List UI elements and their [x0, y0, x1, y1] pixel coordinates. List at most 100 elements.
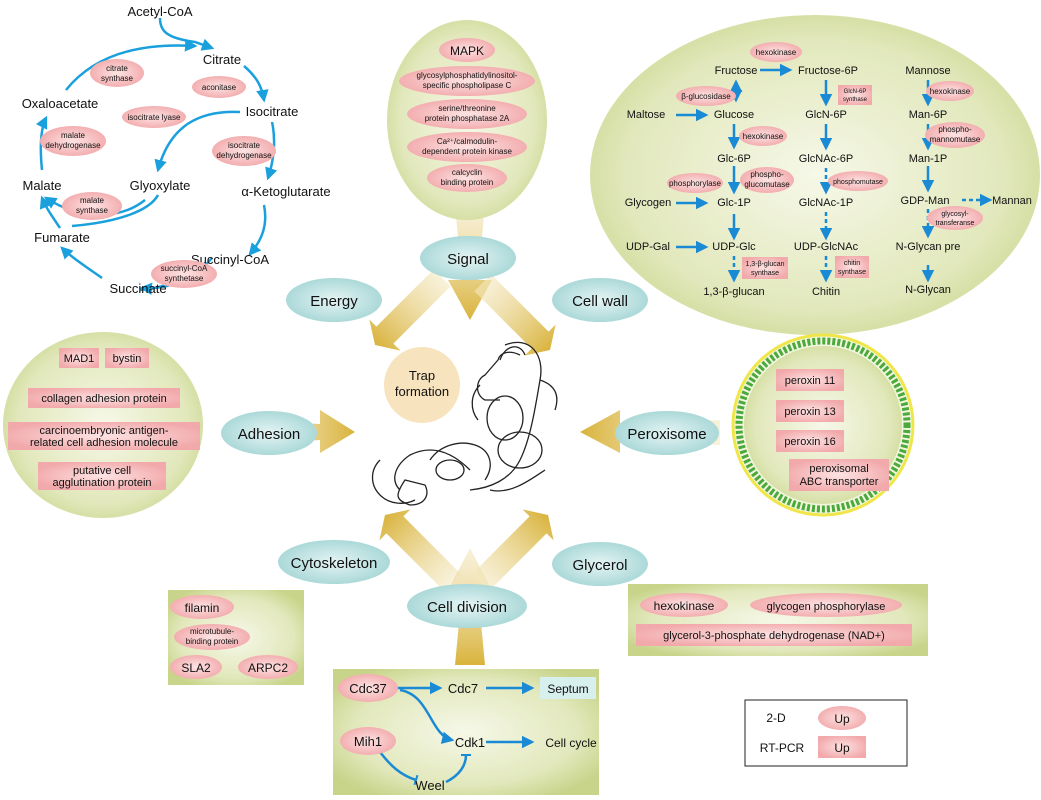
- signal-camk-2: dependent protein kinase: [422, 147, 512, 156]
- tca-citrate: Citrate: [203, 52, 241, 67]
- cd-cdc7: Cdc7: [448, 681, 478, 696]
- cw-fructose: Fructose: [715, 65, 758, 77]
- cw-enz-pgm-2: glucomutase: [744, 180, 790, 189]
- cw-fructose6p: Fructose-6P: [798, 65, 858, 77]
- adh-collagen: collagen adhesion protein: [41, 393, 166, 405]
- tca-glyoxylate: Glyoxylate: [130, 178, 191, 193]
- signal-mapk: MAPK: [450, 44, 484, 58]
- enz-isocitrate-lyase: isocitrate lyase: [128, 113, 181, 122]
- cat-cytoskeleton: Cytoskeleton: [291, 555, 378, 572]
- cw-glcnac1p: GlcNAc-1P: [799, 197, 853, 209]
- cd-mih1: Mih1: [354, 734, 382, 749]
- adh-bystin: bystin: [113, 353, 142, 365]
- enz-scs-2: synthetase: [165, 274, 204, 283]
- center-label-2: formation: [395, 384, 449, 399]
- enz-citrate-synthase-1: citrate: [106, 64, 128, 73]
- cytoskeleton-arrow: [379, 509, 461, 591]
- cw-nglycanpre: N-Glycan pre: [896, 241, 961, 253]
- signal-calcyclin-1: calcyclin: [452, 168, 482, 177]
- cw-man1p: Man-1P: [909, 153, 948, 165]
- tca-succinylcoa: Succinyl-CoA: [191, 252, 269, 267]
- cd-cellcycle: Cell cycle: [545, 736, 597, 750]
- pex-11: peroxin 11: [785, 375, 836, 387]
- cw-enz-bglucosidase: β-glucosidase: [681, 92, 731, 101]
- cw-mannose: Mannose: [905, 65, 950, 77]
- cyto-mtb-2: binding protein: [186, 637, 238, 646]
- cw-udpglc: UDP-Glc: [712, 241, 756, 253]
- cw-glcn6p: GlcN-6P: [805, 109, 847, 121]
- cw-glucose: Glucose: [714, 109, 754, 121]
- signal-calcyclin-2: binding protein: [441, 178, 493, 187]
- cat-glycerol: Glycerol: [572, 557, 627, 574]
- cw-chitin: Chitin: [812, 286, 840, 298]
- tca-isocitrate: Isocitrate: [246, 104, 299, 119]
- cytoskeleton-panel: filamin microtubule- binding protein SLA…: [168, 590, 304, 685]
- cat-peroxisome: Peroxisome: [627, 426, 706, 443]
- cw-glc6p: Glc-6P: [717, 153, 751, 165]
- cd-septum: Septum: [547, 682, 588, 696]
- cd-weel: Weel: [415, 778, 444, 793]
- pex-abc-1: peroxisomal: [809, 463, 868, 475]
- tca-akg: α-Ketoglutarate: [241, 184, 330, 199]
- cw-enz-pgm-1: phospho-: [750, 170, 784, 179]
- cw-udpglcnac: UDP-GlcNAc: [794, 241, 859, 253]
- cw-enz-gt-2: transferanse: [936, 220, 975, 227]
- cyto-arpc2: ARPC2: [248, 661, 288, 675]
- gly-hexokinase: hexokinase: [654, 599, 715, 613]
- enz-mdh-2: dehydrogenase: [45, 141, 101, 150]
- gly-g3pdh: glycerol-3-phosphate dehydrogenase (NAD+…: [663, 630, 885, 642]
- cat-adhesion: Adhesion: [238, 426, 301, 443]
- cw-man6p: Man-6P: [909, 109, 948, 121]
- cw-enz-glucan-synthase-1: 1,3-β-glucan: [745, 261, 784, 268]
- enz-scs-1: succinyl-CoA: [161, 264, 208, 273]
- tca-acetylcoa: Acetyl-CoA: [127, 4, 192, 19]
- adh-cea-2: related cell adhesion molecule: [30, 437, 178, 449]
- cw-enz-glcn6p-synthase-2: synthase: [843, 97, 868, 103]
- enz-icdh-1: isocitrate: [228, 141, 261, 150]
- cw-enz-phosphomutase: phosphomutase: [833, 179, 883, 186]
- signal-gpi-1: glycosylphosphatidylinositol-: [417, 71, 518, 80]
- energy-arrow: [369, 269, 451, 351]
- gly-glycogen-phosphorylase: glycogen phosphorylase: [767, 601, 886, 613]
- cw-enz-pmm-1: phospho-: [938, 125, 972, 134]
- enz-citrate-synthase-2: synthase: [101, 74, 134, 83]
- center-label-1: Trap: [409, 368, 435, 383]
- legend-up-oval: Up: [834, 712, 850, 726]
- cat-cellwall: Cell wall: [572, 293, 628, 310]
- adh-agg-2: agglutination protein: [52, 477, 151, 489]
- enz-ms-1: malate: [80, 196, 105, 205]
- enz-mdh-1: malate: [61, 131, 86, 140]
- cw-mannan: Mannan: [992, 195, 1032, 207]
- cw-glc1p: Glc-1P: [717, 197, 751, 209]
- cw-enz-hexokinase-mid: hexokinase: [743, 132, 784, 141]
- tca-malate: Malate: [22, 178, 61, 193]
- cd-cdc37: Cdc37: [349, 681, 387, 696]
- adhesion-panel: MAD1 bystin collagen adhesion protein ca…: [3, 332, 203, 518]
- cw-gdpman: GDP-Man: [901, 195, 950, 207]
- glycerol-panel: hexokinase glycogen phosphorylase glycer…: [628, 584, 928, 656]
- celldivision-panel: Cdc37 Cdc7 Septum Mih1 Cdk1 Cell cycle W…: [333, 669, 599, 795]
- cat-signal: Signal: [447, 251, 489, 268]
- pex-16: peroxin 16: [784, 436, 835, 448]
- cw-enz-phosphorylase: phosphorylase: [669, 179, 722, 188]
- trap-formation-center: Trap formation: [384, 347, 460, 423]
- cyto-filamin: filamin: [185, 601, 220, 615]
- cw-enz-hexokinase-man: hexokinase: [930, 87, 971, 96]
- cw-enz-pmm-2: mannomutase: [930, 135, 981, 144]
- cw-maltose: Maltose: [627, 109, 666, 121]
- cyto-mtb-1: microtubule-: [190, 627, 234, 636]
- cat-energy: Energy: [310, 293, 358, 310]
- legend-rtpcr: RT-PCR: [760, 741, 805, 755]
- tca-succinate: Succinate: [109, 281, 166, 296]
- cd-cdk1: Cdk1: [455, 735, 485, 750]
- pex-13: peroxin 13: [784, 406, 835, 418]
- cw-enz-gt-1: glycosyl-: [941, 211, 969, 218]
- cat-celldivision: Cell division: [427, 599, 507, 616]
- cw-glucan: 1,3-β-glucan: [703, 286, 764, 298]
- cw-glycogen: Glycogen: [625, 197, 671, 209]
- category-labels: Energy Signal Cell wall Adhesion Peroxis…: [221, 236, 719, 628]
- signal-panel: MAPK glycosylphosphatidylinositol- speci…: [387, 20, 547, 220]
- cellwall-arrow: [474, 274, 556, 356]
